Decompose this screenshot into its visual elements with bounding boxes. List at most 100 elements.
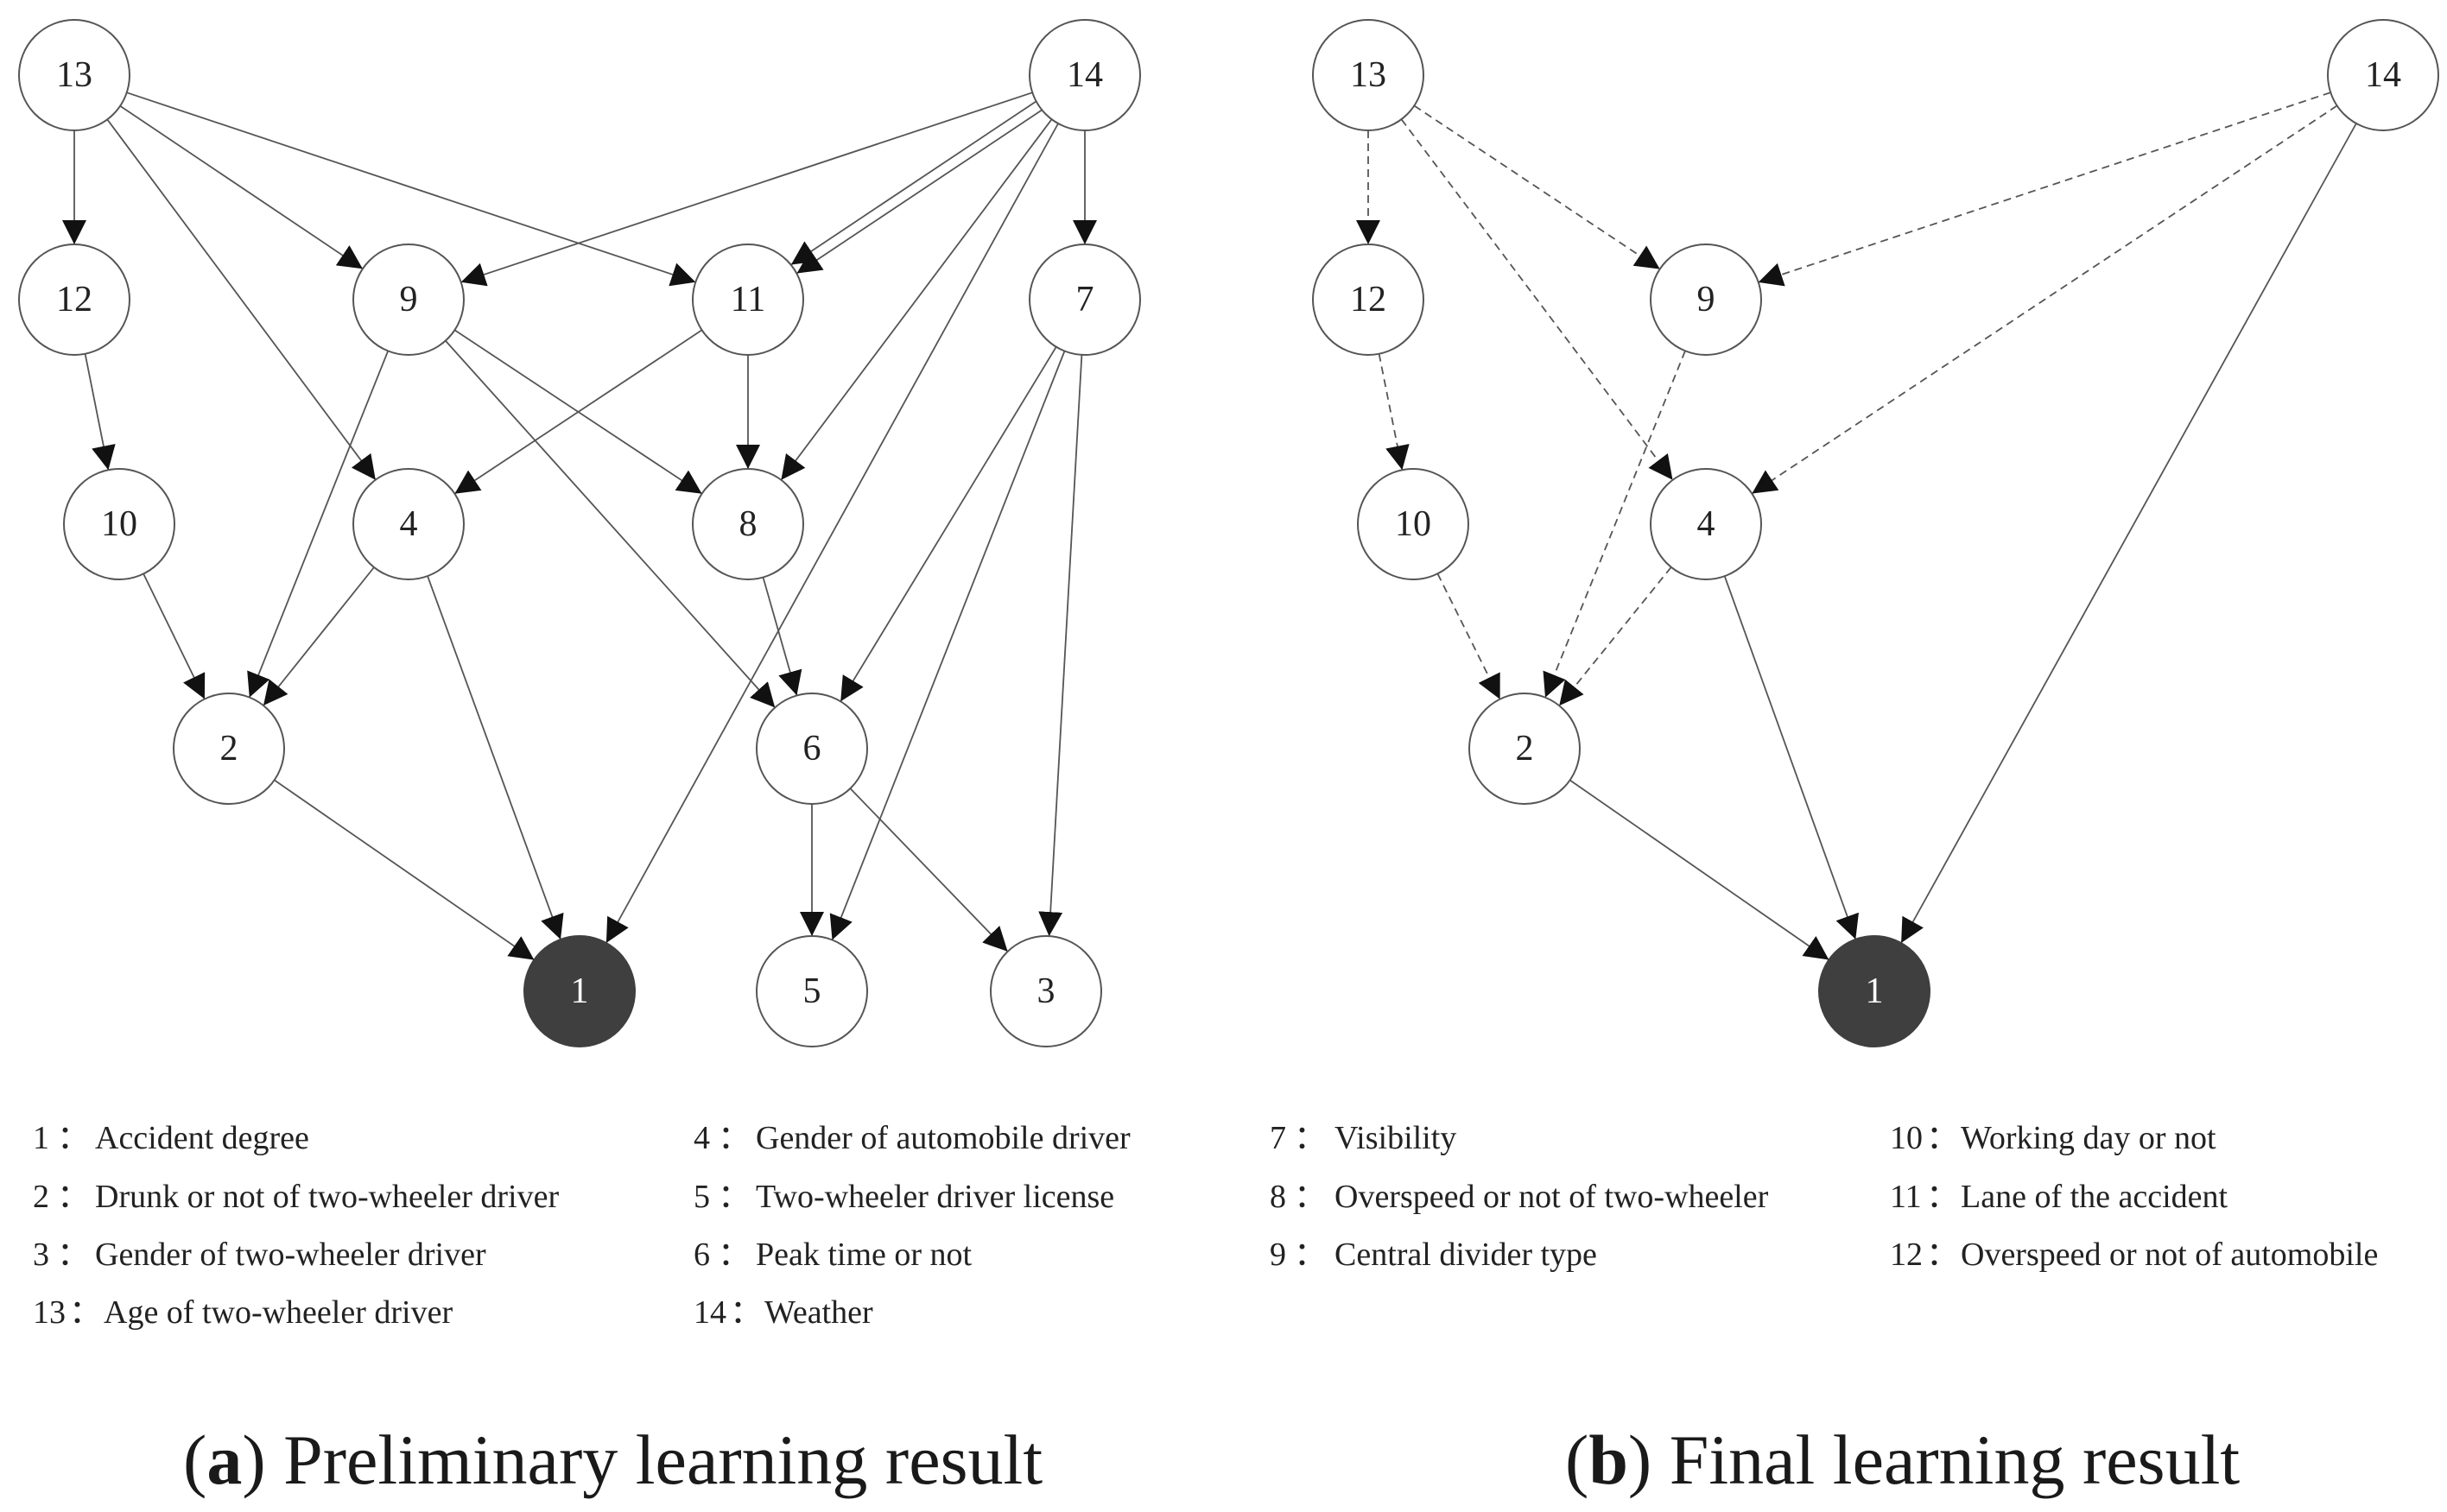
legend-item: 14 ： Weather: [694, 1294, 873, 1331]
node-label-11: 11: [731, 280, 765, 319]
legend-text: Weather: [764, 1294, 873, 1331]
node-label-6: 6: [803, 729, 821, 769]
legend-item: 11 ： Lane of the accident: [1890, 1179, 2228, 1215]
node-circle-9: [1650, 244, 1762, 356]
node-2: 2: [173, 693, 285, 805]
caption-a: (a) Preliminary learning result: [183, 1420, 1043, 1499]
legend-number: 8: [1270, 1179, 1286, 1215]
node-14: 14: [1029, 19, 1141, 131]
legend-text: Working day or not: [1961, 1120, 2216, 1156]
diagram-b-edges: [1356, 92, 2357, 961]
node-13: 13: [1312, 19, 1424, 131]
node-2: 2: [1468, 693, 1581, 805]
node-circle-10: [63, 468, 175, 580]
node-circle-5: [756, 935, 868, 1047]
edge-13-to-4: [1400, 118, 1674, 481]
legend-number: 6: [694, 1237, 710, 1273]
node-label-9: 9: [1697, 280, 1715, 319]
node-circle-7: [1029, 244, 1141, 356]
node-circle-13: [1312, 19, 1424, 131]
legend-item: 4 ： Gender of automobile driver: [694, 1120, 1131, 1156]
edge-9-to-2: [1543, 350, 1686, 699]
legend-text: Peak time or not: [756, 1237, 973, 1273]
legend-number: 5: [694, 1179, 710, 1215]
node-9: 9: [1650, 244, 1762, 356]
legend-item: 5 ： Two-wheeler driver license: [694, 1179, 1114, 1215]
legend-item: 7 ： Visibility: [1270, 1120, 1456, 1156]
legend-separator: ：: [69, 1294, 102, 1331]
node-4: 4: [1650, 468, 1762, 580]
edge-14-to-1: [1900, 123, 2357, 944]
edge-10-to-2: [1436, 573, 1501, 700]
legend-text: Drunk or not of two-wheeler driver: [95, 1179, 559, 1215]
node-12: 12: [18, 244, 130, 356]
legend-number: 2: [33, 1179, 49, 1215]
edge-4-to-1: [427, 575, 564, 940]
node-1: 1: [1818, 935, 1930, 1047]
node-7: 7: [1029, 244, 1141, 356]
edge-7-to-6: [840, 346, 1057, 702]
node-label-7: 7: [1076, 280, 1094, 319]
legend-number: 3: [33, 1237, 49, 1273]
node-label-12: 12: [56, 280, 92, 319]
node-circle-4: [352, 468, 465, 580]
node-label-1: 1: [571, 971, 589, 1011]
node-circle-1: [523, 935, 636, 1047]
node-3: 3: [990, 935, 1102, 1047]
node-label-13: 13: [56, 55, 92, 95]
node-circle-6: [756, 693, 868, 805]
edge-14-to-11: [796, 109, 1043, 275]
edge-4-to-1: [1723, 575, 1859, 940]
legend-separator: ：: [57, 1120, 90, 1156]
node-circle-12: [18, 244, 130, 356]
edge-13-to-9: [1413, 104, 1661, 270]
node-10: 10: [63, 468, 175, 580]
legend-item: 12 ： Overspeed or not of automobile: [1890, 1237, 2378, 1273]
node-circle-9: [352, 244, 465, 356]
legend-text: Overspeed or not of two-wheeler: [1334, 1179, 1769, 1215]
caption-a-text: Preliminary learning result: [266, 1420, 1043, 1499]
legend-number: 1: [33, 1120, 49, 1156]
node-8: 8: [692, 468, 804, 580]
legend-text: Two-wheeler driver license: [756, 1179, 1114, 1215]
node-9: 9: [352, 244, 465, 356]
node-1: 1: [523, 935, 636, 1047]
node-14: 14: [2327, 19, 2439, 131]
legend-text: Lane of the accident: [1961, 1179, 2228, 1215]
caption-b-text: Final learning result: [1651, 1420, 2240, 1499]
node-circle-3: [990, 935, 1102, 1047]
legend-text: Overspeed or not of automobile: [1961, 1237, 2378, 1273]
node-label-3: 3: [1037, 971, 1056, 1011]
legend-item: 3 ： Gender of two-wheeler driver: [33, 1237, 486, 1273]
legend-separator: ：: [57, 1237, 90, 1273]
node-label-13: 13: [1350, 55, 1386, 95]
node-circle-12: [1312, 244, 1424, 356]
legend-text: Central divider type: [1334, 1237, 1597, 1273]
legend-number: 4: [694, 1120, 710, 1156]
edge-6-to-3: [849, 788, 1009, 952]
node-circle-14: [2327, 19, 2439, 131]
legend-item: 6 ： Peak time or not: [694, 1237, 973, 1273]
edge-14-to-8: [780, 118, 1053, 481]
legend-text: Age of two-wheeler driver: [104, 1294, 453, 1331]
node-circle-10: [1357, 468, 1469, 580]
legend-separator: ：: [57, 1179, 90, 1215]
node-circle-8: [692, 468, 804, 580]
legend-number: 7: [1270, 1120, 1286, 1156]
caption-b: (b) Final learning result: [1565, 1420, 2240, 1499]
edge-2-to-1: [274, 779, 535, 961]
node-circle-13: [18, 19, 130, 131]
node-label-4: 4: [400, 504, 418, 544]
diagram-a-edges: [62, 92, 1097, 961]
edge-14-to-1: [605, 123, 1059, 944]
edge-4-to-2: [263, 566, 375, 706]
edge-12-to-10: [84, 353, 116, 471]
diagram-a-nodes: 13 14 12 9 11 7 10 4 8 2 6 1 5 3: [18, 19, 1141, 1047]
legend-item: 9 ： Central divider type: [1270, 1237, 1597, 1273]
node-label-4: 4: [1697, 504, 1715, 544]
edge-8-to-6: [762, 577, 802, 696]
node-label-5: 5: [803, 971, 821, 1011]
legend-separator: ：: [1294, 1237, 1327, 1273]
legend-separator: ：: [1926, 1120, 1959, 1156]
